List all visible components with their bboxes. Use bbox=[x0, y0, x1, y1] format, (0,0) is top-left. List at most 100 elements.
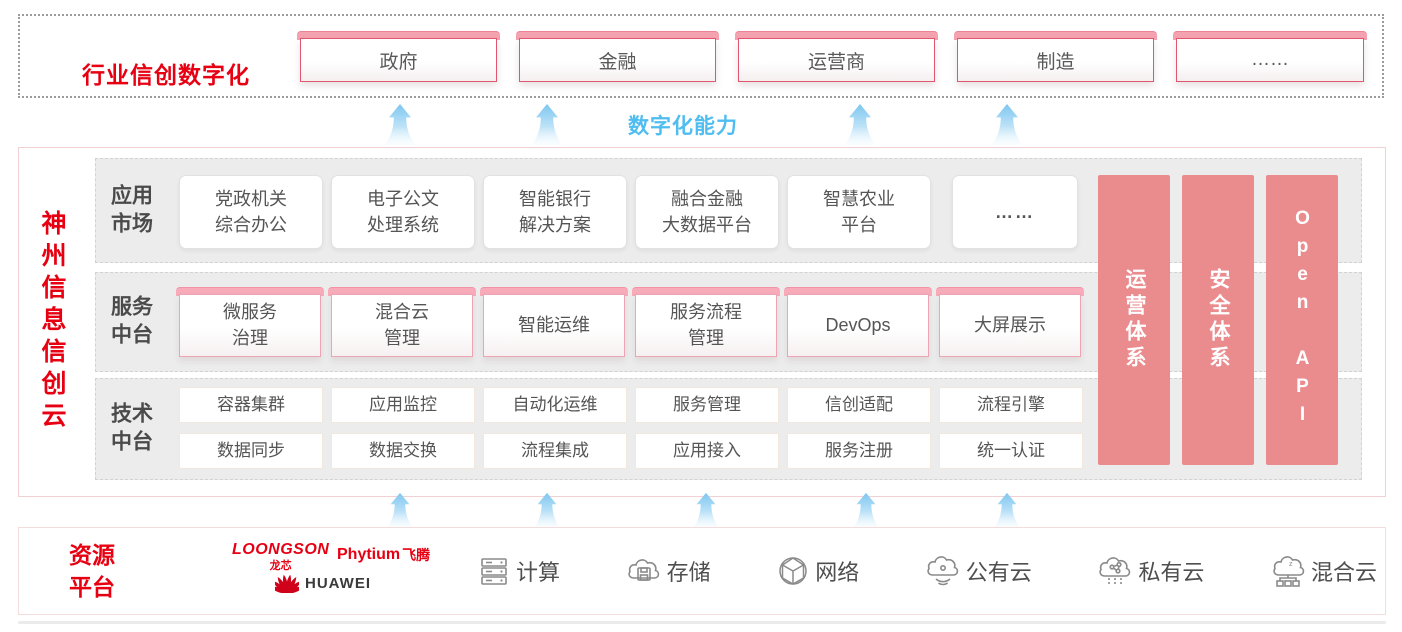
industry-box-accent bbox=[735, 31, 938, 40]
huawei-wordmark: HUAWEI bbox=[305, 574, 371, 592]
phytium-logo: Phytium 飞腾 bbox=[337, 545, 430, 565]
industry-box-operator[interactable]: 运营商 bbox=[735, 31, 938, 82]
service-box-accent bbox=[936, 287, 1084, 296]
industry-box-accent bbox=[297, 31, 500, 40]
industry-box-label: …… bbox=[1176, 38, 1364, 82]
industry-box-label: 金融 bbox=[519, 38, 716, 82]
resource-item-compute[interactable]: 计算 bbox=[477, 554, 560, 588]
app-market-label: 应用 市场 bbox=[111, 184, 153, 236]
service-box-accent bbox=[784, 287, 932, 296]
resource-items-row: 计算 存储 网络 公有 bbox=[477, 528, 1377, 614]
service-box-label: 服务流程 管理 bbox=[635, 294, 777, 357]
up-arrow-icon bbox=[989, 103, 1025, 145]
tech-box-process-engine[interactable]: 流程引擎 bbox=[939, 387, 1083, 423]
resource-item-label: 混合云 bbox=[1310, 560, 1377, 585]
tech-box-service-mgmt[interactable]: 服务管理 bbox=[635, 387, 779, 423]
private-cloud-icon bbox=[1099, 557, 1131, 584]
up-arrow-icon bbox=[529, 103, 565, 145]
service-box-label: 混合云 管理 bbox=[331, 294, 473, 357]
app-box-smart-bank[interactable]: 智能银行 解决方案 bbox=[483, 175, 627, 249]
storage-icon bbox=[627, 559, 659, 581]
tech-box-data-exchange[interactable]: 数据交换 bbox=[331, 433, 475, 469]
tech-box-container-cluster[interactable]: 容器集群 bbox=[179, 387, 323, 423]
up-arrow-icon bbox=[842, 103, 878, 145]
app-box-finance-bigdata[interactable]: 融合金融 大数据平台 bbox=[635, 175, 779, 249]
tech-box-app-monitoring[interactable]: 应用监控 bbox=[331, 387, 475, 423]
service-box-accent bbox=[328, 287, 476, 296]
public-cloud-icon bbox=[927, 556, 959, 586]
tech-box-xinchuang-adaptation[interactable]: 信创适配 bbox=[787, 387, 931, 423]
tech-platform-label: 技术 中台 bbox=[111, 402, 153, 454]
compute-icon bbox=[481, 558, 507, 585]
huawei-flower-icon bbox=[275, 574, 299, 593]
service-platform-section: 服务 中台 微服务 治理 混合云 管理 智能运维 服务流程 管理 DevOps … bbox=[95, 272, 1362, 372]
resource-item-hybrid-cloud[interactable]: z 混合云 bbox=[1270, 554, 1377, 588]
industry-box-accent bbox=[954, 31, 1157, 40]
service-box-accent bbox=[176, 287, 324, 296]
resource-item-network[interactable]: 网络 bbox=[776, 554, 859, 588]
industry-box-accent bbox=[516, 31, 719, 40]
tech-box-process-integration[interactable]: 流程集成 bbox=[483, 433, 627, 469]
up-arrow-icon bbox=[848, 492, 884, 528]
industry-box-accent bbox=[1173, 31, 1367, 40]
pillar-open-api[interactable]: Open API bbox=[1266, 175, 1338, 465]
tech-box-automated-ops[interactable]: 自动化运维 bbox=[483, 387, 627, 423]
app-box-smart-agriculture[interactable]: 智慧农业 平台 bbox=[787, 175, 931, 249]
resource-item-private-cloud[interactable]: 私有云 bbox=[1097, 554, 1204, 588]
service-box-big-screen[interactable]: 大屏展示 bbox=[936, 287, 1084, 357]
resource-item-storage[interactable]: 存储 bbox=[626, 554, 711, 588]
resource-platform-label: 资源 平台 bbox=[69, 541, 115, 600]
resource-platform-panel: 资源 平台 LOONGSON 龙芯 Phytium 飞腾 HUAWEI bbox=[18, 527, 1386, 615]
industry-box-label: 运营商 bbox=[738, 38, 935, 82]
resource-item-label: 公有云 bbox=[965, 560, 1032, 585]
loongson-wordmark: LOONGSON bbox=[232, 541, 330, 558]
resource-item-label: 私有云 bbox=[1138, 560, 1205, 585]
resource-item-public-cloud[interactable]: 公有云 bbox=[925, 554, 1032, 588]
service-platform-label: 服务 中台 bbox=[111, 295, 153, 347]
app-box-edoc-system[interactable]: 电子公文 处理系统 bbox=[331, 175, 475, 249]
hybrid-cloud-icon: z bbox=[1273, 556, 1305, 587]
service-box-label: 大屏展示 bbox=[939, 294, 1081, 357]
industry-box-more[interactable]: …… bbox=[1173, 31, 1367, 82]
service-box-label: 微服务 治理 bbox=[179, 294, 321, 357]
up-arrow-icon bbox=[989, 492, 1025, 528]
industry-box-label: 政府 bbox=[300, 38, 497, 82]
service-box-service-process-mgmt[interactable]: 服务流程 管理 bbox=[632, 287, 780, 357]
up-arrow-icon bbox=[382, 103, 418, 145]
service-box-devops[interactable]: DevOps bbox=[784, 287, 932, 357]
up-arrow-icon bbox=[382, 492, 418, 528]
tech-box-app-access[interactable]: 应用接入 bbox=[635, 433, 779, 469]
phytium-wordmark: Phytium bbox=[337, 546, 401, 563]
bottom-divider bbox=[18, 621, 1386, 624]
tech-box-unified-auth[interactable]: 统一认证 bbox=[939, 433, 1083, 469]
digital-capability-label: 数字化能力 bbox=[628, 115, 738, 138]
huawei-logo: HUAWEI bbox=[275, 573, 371, 593]
service-box-label: 智能运维 bbox=[483, 294, 625, 357]
resource-item-label: 计算 bbox=[516, 560, 561, 585]
service-box-microservice-governance[interactable]: 微服务 治理 bbox=[176, 287, 324, 357]
loongson-logo: LOONGSON 龙芯 bbox=[232, 541, 329, 573]
phytium-cn-label: 飞腾 bbox=[402, 547, 431, 563]
service-box-hybrid-cloud-mgmt[interactable]: 混合云 管理 bbox=[328, 287, 476, 357]
industry-box-government[interactable]: 政府 bbox=[297, 31, 500, 82]
industry-box-finance[interactable]: 金融 bbox=[516, 31, 719, 82]
pillar-operation-system[interactable]: 运营体系 bbox=[1098, 175, 1170, 465]
industry-box-label: 制造 bbox=[957, 38, 1154, 82]
pillar-security-system[interactable]: 安全体系 bbox=[1182, 175, 1254, 465]
industry-digitalization-panel: 行业信创数字化 bbox=[18, 14, 1384, 98]
industry-box-manufacturing[interactable]: 制造 bbox=[954, 31, 1157, 82]
network-icon bbox=[779, 557, 807, 585]
service-box-accent bbox=[480, 287, 628, 296]
tech-box-data-sync[interactable]: 数据同步 bbox=[179, 433, 323, 469]
service-box-accent bbox=[632, 287, 780, 296]
app-market-section: 应用 市场 党政机关 综合办公 电子公文 处理系统 智能银行 解决方案 融合金融… bbox=[95, 158, 1362, 263]
tech-box-service-registry[interactable]: 服务注册 bbox=[787, 433, 931, 469]
tech-platform-section: 技术 中台 容器集群 应用监控 自动化运维 服务管理 信创适配 流程引擎 数据同… bbox=[95, 378, 1362, 480]
service-box-label: DevOps bbox=[787, 294, 929, 357]
service-box-intelligent-ops[interactable]: 智能运维 bbox=[480, 287, 628, 357]
up-arrow-icon bbox=[529, 492, 565, 528]
up-arrow-icon bbox=[688, 492, 724, 528]
app-box-more[interactable]: …… bbox=[952, 175, 1078, 249]
app-box-gov-office[interactable]: 党政机关 综合办公 bbox=[179, 175, 323, 249]
platform-vertical-title: 神州信息信创云 bbox=[38, 210, 66, 434]
